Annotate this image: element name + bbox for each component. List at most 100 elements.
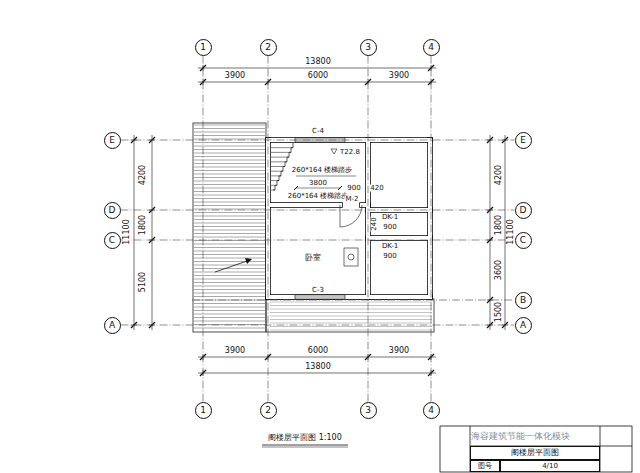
- axis-bubble: 4: [423, 39, 440, 56]
- title-cell: 阁楼层平面图: [470, 446, 600, 460]
- wall-fill: [360, 203, 370, 207]
- furniture: [344, 248, 358, 266]
- axis-bubble: 2: [260, 402, 277, 419]
- hatch-line: [194, 293, 265, 294]
- dimension-line: [152, 135, 153, 330]
- hatch-line: [194, 202, 265, 203]
- axis-bubble: B: [515, 292, 532, 309]
- roof-outline: [193, 123, 266, 332]
- hatch-line: [194, 247, 265, 248]
- title-text: 4/10: [542, 463, 558, 470]
- axis-number: E: [109, 136, 115, 145]
- title-text: 阁楼层平面图: [511, 449, 559, 457]
- dimension-line: [134, 135, 135, 330]
- roof-outline: [266, 299, 434, 332]
- wall-fill: [266, 295, 432, 299]
- hatch-line: [194, 314, 265, 315]
- dimension-text: 5100: [139, 271, 147, 293]
- axis-number: A: [520, 321, 526, 330]
- hatch-line: [194, 275, 265, 276]
- annotation-text: 卧室: [304, 254, 322, 262]
- annotation-text: 260*164 楼梯踏步: [287, 193, 349, 200]
- hatch-line: [194, 279, 265, 280]
- wall: [360, 203, 370, 207]
- axis-number: C: [109, 236, 115, 245]
- hatch-line: [194, 219, 265, 220]
- wall: [366, 236, 432, 240]
- title-underline: [262, 447, 348, 448]
- hatch-line: [194, 244, 265, 245]
- hatch-line: [194, 223, 265, 224]
- axis-line: [121, 240, 515, 241]
- axis-line: [431, 56, 432, 402]
- hatch-line: [194, 198, 265, 199]
- hatch-line: [194, 146, 265, 147]
- annotation-text: 900: [382, 224, 397, 231]
- axis-bubble: D: [515, 202, 532, 219]
- hatch-line: [194, 237, 265, 238]
- axis-number: C: [520, 236, 526, 245]
- annotation-text: C-3: [311, 287, 325, 294]
- axis-line: [121, 325, 515, 326]
- hatch-line: [194, 296, 265, 297]
- dimension-line: [505, 135, 506, 330]
- hatch-line: [194, 139, 265, 140]
- stair-tread: [271, 147, 293, 148]
- hatch-line: [194, 177, 265, 178]
- hatch-line: [194, 128, 265, 129]
- dimension-text: 3600: [495, 259, 503, 281]
- wall: [266, 295, 432, 299]
- furniture: [348, 254, 354, 260]
- axis-number: E: [520, 136, 526, 145]
- hatch-line: [194, 230, 265, 231]
- axis-line: [368, 56, 369, 402]
- dimension-tick: [294, 186, 298, 190]
- dimension-line: [198, 357, 436, 358]
- hatch-line: [270, 326, 432, 327]
- dimension-text: 6000: [307, 347, 329, 355]
- hatch-line: [194, 209, 265, 210]
- drawing-title: 阁楼层平面图 1:100: [267, 434, 343, 442]
- axis-number: 2: [265, 43, 271, 52]
- hatch-line: [270, 330, 432, 331]
- annotation-text: DK-1: [381, 243, 399, 250]
- hatch-line: [194, 174, 265, 175]
- axis-bubble: C: [104, 232, 121, 249]
- hatch-line: [194, 226, 265, 227]
- hatch-line: [194, 149, 265, 150]
- dimension-text: 3900: [388, 72, 410, 80]
- axis-bubble: 2: [260, 39, 277, 56]
- axis-line: [203, 56, 204, 402]
- dimension-line: [198, 373, 436, 374]
- hatch-line: [194, 184, 265, 185]
- hatch-line: [194, 156, 265, 157]
- axis-number: 4: [428, 406, 434, 415]
- elevation-mark: [331, 149, 337, 154]
- hatch-line: [194, 328, 265, 329]
- hatch-line: [270, 319, 432, 320]
- dimension-text: 3900: [224, 72, 246, 80]
- annotation-text: C-4: [311, 128, 325, 135]
- annotation-text: 260*164 楼梯踏步: [291, 167, 353, 174]
- hatch-line: [270, 323, 432, 324]
- hatch-line: [194, 310, 265, 311]
- roof-hatching: [193, 123, 434, 332]
- slope-arrow: [215, 260, 250, 272]
- hatch-line: [194, 191, 265, 192]
- hatch-line: [194, 216, 265, 217]
- hatch-line: [194, 289, 265, 290]
- annotation-text: M-2: [344, 196, 359, 203]
- hatch-line: [270, 309, 432, 310]
- hatch-line: [194, 163, 265, 164]
- window-glass: [295, 297, 345, 298]
- title-text: 图号: [478, 463, 492, 470]
- dimension-text: 3900: [224, 347, 246, 355]
- hatch-line: [270, 305, 432, 306]
- hatch-line: [194, 254, 265, 255]
- axis-number: A: [109, 321, 115, 330]
- axis-line: [268, 56, 269, 402]
- hatch-line: [194, 195, 265, 196]
- annotation-text: 900: [382, 253, 397, 260]
- dimension-text: 4200: [139, 164, 147, 186]
